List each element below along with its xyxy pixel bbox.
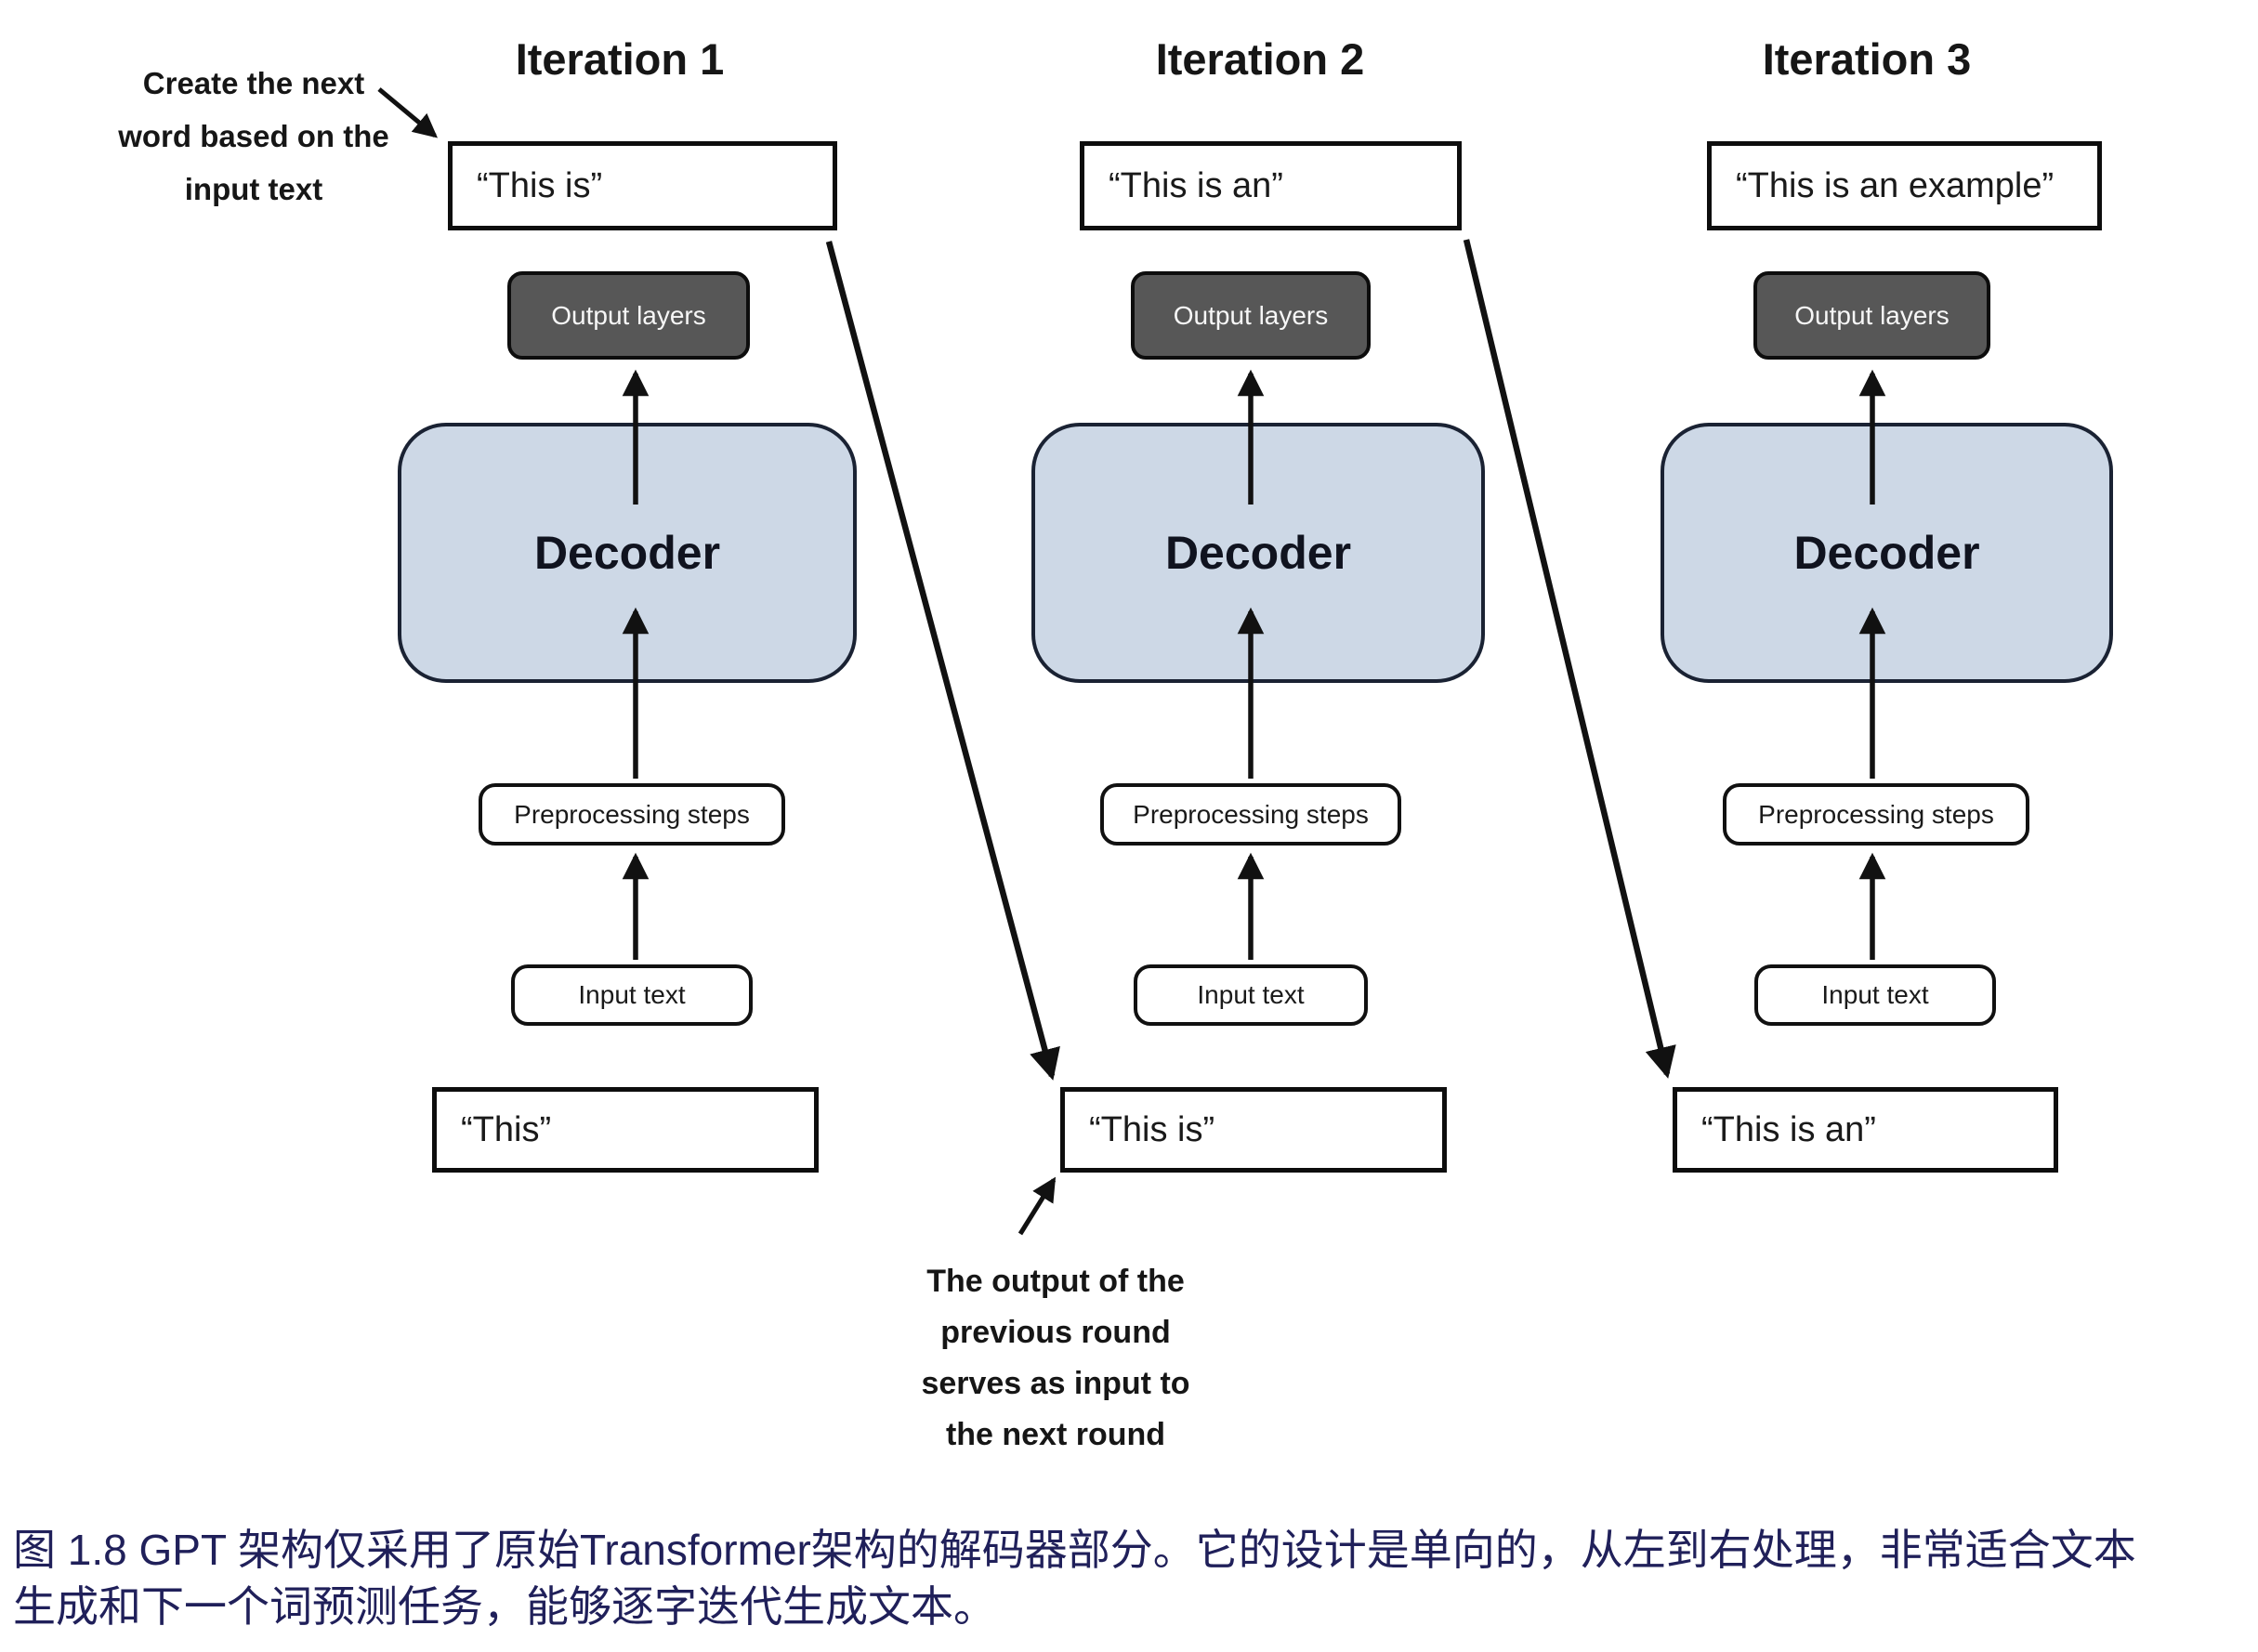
output-layers-label: Output layers — [1794, 300, 1949, 330]
input-string: “This is” — [1089, 1109, 1215, 1149]
iteration-1-input-string-box: “This” — [432, 1087, 819, 1173]
iteration-2-preprocessing-box: Preprocessing steps — [1100, 783, 1401, 846]
iteration-1-generated-text-box: “This is” — [448, 141, 837, 230]
input-text-label: Input text — [578, 980, 686, 1009]
preprocessing-label: Preprocessing steps — [1133, 799, 1369, 829]
input-text-label: Input text — [1821, 980, 1929, 1009]
iteration-1-output-layers-box: Output layers — [507, 271, 750, 360]
input-text-label: Input text — [1197, 980, 1305, 1009]
iteration-2-input-text-box: Input text — [1134, 964, 1368, 1026]
decoder-label: Decoder — [1164, 527, 1352, 579]
iteration-3-preprocessing-box: Preprocessing steps — [1723, 783, 2029, 846]
iteration-1-title: Iteration 1 — [515, 34, 725, 84]
arrow-output1-to-input2 — [825, 241, 1060, 1081]
iteration-1-preprocessing-box: Preprocessing steps — [479, 783, 785, 846]
preprocessing-label: Preprocessing steps — [1758, 799, 1994, 829]
iteration-2-input-string-box: “This is” — [1060, 1087, 1447, 1173]
iteration-2-output-layers-box: Output layers — [1131, 271, 1371, 360]
output-layers-label: Output layers — [1173, 300, 1329, 330]
arrow-annotation-output-feeds — [1017, 1176, 1057, 1236]
preprocessing-label: Preprocessing steps — [514, 799, 750, 829]
input-string: “This” — [461, 1109, 552, 1149]
iteration-2-generated-text-box: “This is an” — [1080, 141, 1462, 230]
figure-caption: 图 1.8 GPT 架构仅采用了原始Transformer架构的解码器部分。它的… — [13, 1526, 2136, 1631]
iteration-1-decoder-box: Decoder — [398, 423, 857, 683]
iteration-3-output-layers-box: Output layers — [1753, 271, 1990, 360]
iteration-1-input-text-box: Input text — [511, 964, 753, 1026]
generated-text: “This is an example” — [1736, 165, 2055, 205]
input-string: “This is an” — [1701, 1109, 1876, 1149]
iteration-3-input-text-box: Input text — [1754, 964, 1996, 1026]
output-layers-label: Output layers — [551, 300, 706, 330]
generated-text: “This is an” — [1109, 165, 1283, 205]
iteration-2-decoder-box: Decoder — [1031, 423, 1485, 683]
iteration-3-title: Iteration 3 — [1762, 34, 1972, 84]
annotation-output-feeds-next: The output of the previous round serves … — [921, 1264, 1190, 1453]
iteration-2-title: Iteration 2 — [1155, 34, 1365, 84]
arrow-output2-to-input3 — [1463, 239, 1676, 1079]
iteration-3-decoder-box: Decoder — [1661, 423, 2113, 683]
iteration-3-input-string-box: “This is an” — [1673, 1087, 2058, 1173]
decoder-label: Decoder — [1793, 527, 1980, 579]
generated-text: “This is” — [477, 165, 603, 205]
annotation-create-next-word: Create the next word based on the input … — [118, 66, 389, 206]
decoder-label: Decoder — [533, 527, 721, 579]
iteration-3-generated-text-box: “This is an example” — [1707, 141, 2102, 230]
